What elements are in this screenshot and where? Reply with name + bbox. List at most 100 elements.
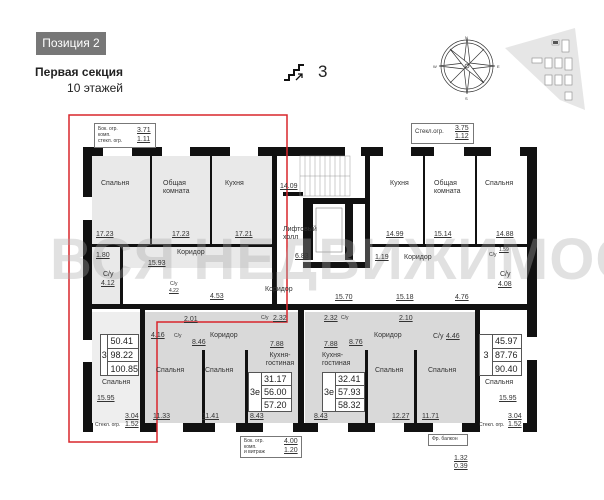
french-balcony: Фр. балкон [428, 434, 468, 446]
total-with-balcony: 90.40 [495, 363, 518, 374]
room-area: 15.14 [434, 231, 452, 238]
room-label: Кухня [225, 180, 244, 187]
room-label: Спальня [102, 379, 131, 386]
room-area: 8.46 [192, 339, 206, 346]
room-label: Коридор [404, 254, 432, 261]
room-area: 17.23 [172, 231, 190, 238]
balcony-area-reduced: 1.12 [455, 133, 469, 140]
room-area: 15.95 [499, 395, 517, 402]
room-area: 2.01 [184, 316, 198, 323]
balcony-label: Бок. огр. [244, 438, 264, 444]
compass-w: W [433, 64, 437, 69]
room-area: 14.99 [386, 231, 404, 238]
total-area: 98.22 [108, 349, 138, 363]
balcony-label: Стекл. огр. [95, 422, 121, 428]
room-label: С/у [174, 333, 182, 339]
total-area: 56.00 [262, 386, 291, 399]
room-area: 2.32 [324, 315, 338, 322]
room-area: 15.93 [148, 260, 166, 267]
balcony-area: 3.04 [508, 413, 522, 420]
living-area: 45.97 [493, 335, 521, 349]
room-count: 3е [249, 373, 262, 411]
room-label: С/у [489, 252, 497, 258]
room-label: Кухня-гостиная [322, 352, 351, 367]
common-corridor-area: 15.70 [335, 294, 353, 301]
room-area: 17.23 [96, 231, 114, 238]
room-area: 2.32 [273, 315, 287, 322]
room-area: 4.76 [455, 294, 469, 301]
balcony-area: 3.71 [137, 127, 151, 134]
balcony-area: 1.32 [454, 455, 468, 462]
room-area: 4.12 [101, 280, 115, 287]
room-area: 12.27 [392, 413, 410, 420]
room-label: С/у [500, 271, 511, 278]
room-area: 8.43 [314, 413, 328, 420]
position-badge: Позиция 2 [36, 32, 106, 55]
balcony-top-left: Бок. огр. комп. стекл. огр. 3.71 1.11 [94, 123, 156, 148]
room-area: 2.10 [399, 315, 413, 322]
room-area: 8.76 [349, 339, 363, 346]
room-area: 1.59 [499, 247, 509, 253]
total-area: 87.76 [493, 349, 521, 363]
room-area: 15.18 [396, 294, 414, 301]
stair-area: 14.09 [280, 183, 298, 190]
compass-s: S [465, 96, 468, 101]
room-count: 3 [101, 335, 109, 375]
room-area: 4.46 [446, 333, 460, 340]
room-label: С/у [433, 333, 444, 340]
balcony-label: Фр. балкон [432, 436, 458, 442]
room-area: 7.88 [324, 341, 338, 348]
room-label: Общая комната [163, 180, 190, 195]
balcony-area: 3.04 [125, 413, 139, 420]
room-label: Спальня [375, 367, 404, 374]
compass-e: E [497, 64, 500, 69]
balcony-label: и витраж [244, 449, 265, 455]
balcony-label: комп. [244, 443, 257, 450]
room-label: Коридор [374, 332, 402, 339]
room-label: Общая комната [434, 180, 461, 195]
room-label: Коридор [210, 332, 238, 339]
floors-count: 10 этажей [67, 81, 123, 95]
living-area: 32.41 [336, 373, 364, 386]
room-label: Спальня [485, 379, 514, 386]
room-label: Коридор [177, 249, 205, 256]
room-area: 11.41 [202, 413, 219, 420]
lift-hall-label: Лифтовый холл [283, 226, 317, 241]
room-label: С/у [170, 281, 178, 287]
room-label: С/у [103, 271, 114, 278]
room-area: 4.22 [169, 288, 179, 294]
compass-icon [438, 37, 496, 95]
room-area: 11.71 [422, 413, 439, 420]
balcony-area: 3.75 [455, 125, 469, 132]
room-label: Спальня [485, 180, 514, 187]
lift-hall-area: 6.83 [295, 253, 309, 260]
living-area: 31.17 [262, 373, 291, 386]
common-corridor-label: Коридор [265, 286, 293, 293]
room-area: 1.19 [375, 254, 389, 261]
total-with-balcony: 58.32 [338, 400, 361, 410]
room-label: Кухня [390, 180, 409, 187]
stairs-icon [284, 64, 304, 81]
balcony-area-reduced: 1.11 [137, 136, 151, 143]
room-area: 11.33 [153, 413, 170, 420]
room-area: 15.95 [97, 395, 115, 402]
balcony-label: Стекл.огр. [415, 129, 444, 135]
balcony-label: комп. [98, 132, 111, 138]
balcony-top-right: Стекл.огр. 3.75 1.12 [411, 123, 474, 144]
walls [83, 147, 537, 432]
selected-apartment-outline [68, 114, 288, 443]
room-area: 4.16 [151, 332, 165, 339]
room-area: 17.21 [235, 231, 253, 238]
room-area: 7.88 [270, 341, 284, 348]
room-count: 3 [480, 335, 493, 375]
room-label: Кухня-гостиная [265, 352, 295, 367]
room-label: С/у [341, 315, 349, 321]
room-label: С/у [261, 315, 269, 321]
balcony-area: 4.00 [284, 438, 298, 445]
room-count: 3е [323, 373, 336, 411]
room-label: Спальня [205, 367, 234, 374]
